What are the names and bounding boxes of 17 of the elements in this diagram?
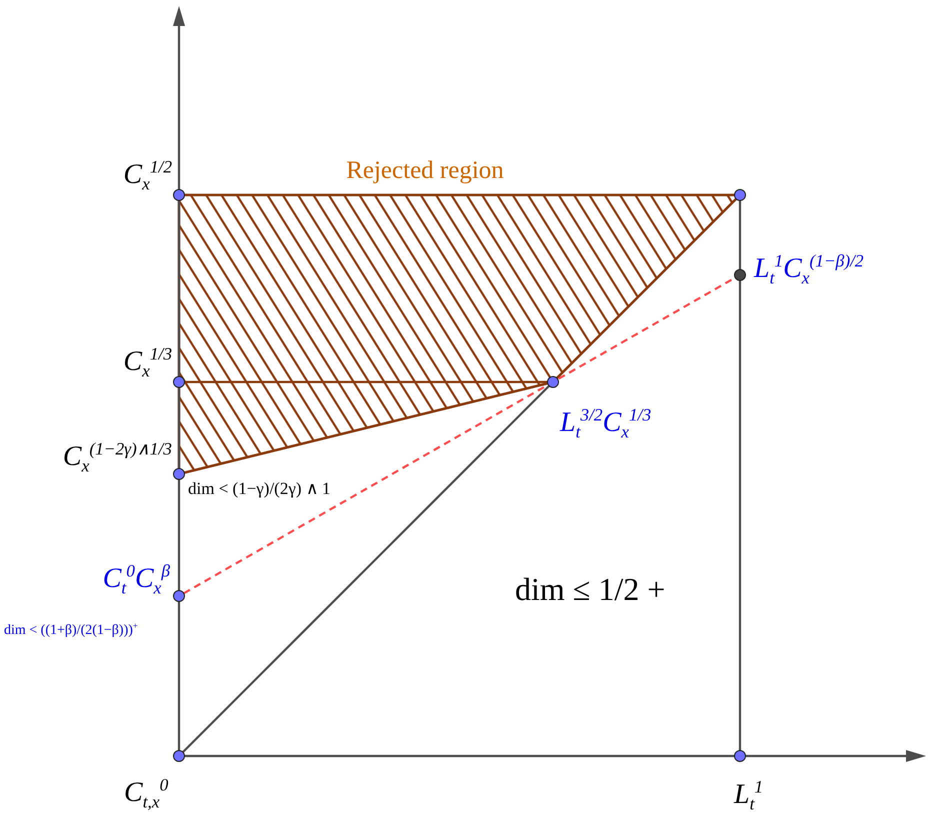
dot-icon [547,376,559,388]
bound-annotation: dim < (1−γ)/(2γ) ∧ 1 [188,478,331,500]
dot-icon [734,750,746,762]
bound-annotation: dim < ((1+β)/(2(1−β)))$^{+}$ [4,622,138,640]
diagonal-line [182,385,550,753]
boundary-line [184,380,548,384]
dot-icon [734,269,746,281]
dot-icon [173,189,185,201]
dot-icon [173,750,185,762]
dot-icon [734,189,746,201]
dot-icon [173,590,185,602]
region-title: Rejected region [346,156,504,186]
bound-annotation: dim ≤ 1/2 + [515,570,666,609]
dot-icon [173,376,185,388]
dot-icon [173,468,185,480]
vertical-line [738,200,742,270]
vertical-line [738,280,742,750]
